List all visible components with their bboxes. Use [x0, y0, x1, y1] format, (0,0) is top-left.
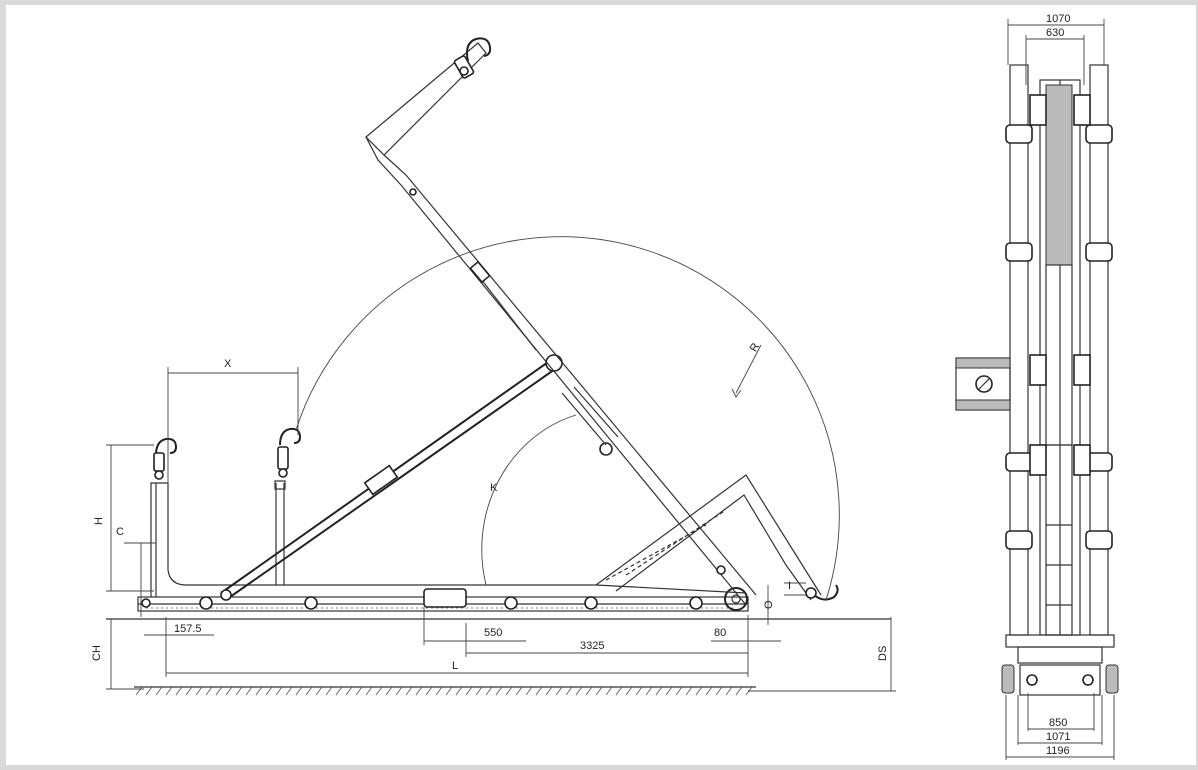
label-x: X — [224, 358, 232, 370]
label-c: C — [116, 526, 124, 538]
label-h: H — [93, 517, 105, 525]
side-view: X H C K R I O CH DS L 157.5 550 3325 80 — [91, 37, 896, 696]
front-cross-members — [1005, 94, 1113, 550]
dimension-lines — [106, 367, 896, 692]
side-light-box — [955, 357, 1011, 411]
front-view: 1070 630 — [955, 13, 1119, 760]
hook-arm-tipped — [595, 474, 839, 601]
dim-3325: 3325 — [580, 640, 604, 652]
label-k: K — [490, 482, 498, 494]
dim-630: 630 — [1046, 27, 1064, 39]
dim-157-5: 157.5 — [174, 623, 202, 635]
swing-radius-arcs — [295, 236, 840, 601]
hook-left — [153, 437, 178, 480]
ground-line — [134, 686, 756, 696]
label-ch: CH — [91, 645, 103, 661]
technical-drawing: X H C K R I O CH DS L 157.5 550 3325 80 … — [91, 13, 1119, 760]
label-ds: DS — [877, 646, 889, 661]
label-l: L — [452, 660, 458, 672]
dim-1071: 1071 — [1046, 731, 1070, 743]
container-frame — [150, 480, 747, 597]
label-i: I — [788, 580, 791, 592]
dim-80: 80 — [714, 627, 726, 639]
hook-arm-raised — [365, 37, 757, 606]
dim-1070: 1070 — [1046, 13, 1070, 25]
hydraulic-cylinder — [220, 354, 563, 601]
label-o: O — [763, 600, 775, 609]
drawing-frame: X H C K R I O CH DS L 157.5 550 3325 80 … — [6, 5, 1196, 765]
hook-middle — [277, 427, 302, 478]
side-view-labels: X H C K R I O CH DS L 157.5 550 3325 80 — [91, 341, 889, 672]
dim-850: 850 — [1049, 717, 1067, 729]
dim-550: 550 — [484, 627, 502, 639]
label-r: R — [748, 341, 762, 354]
dim-1196: 1196 — [1046, 745, 1070, 757]
subframe — [106, 587, 891, 620]
